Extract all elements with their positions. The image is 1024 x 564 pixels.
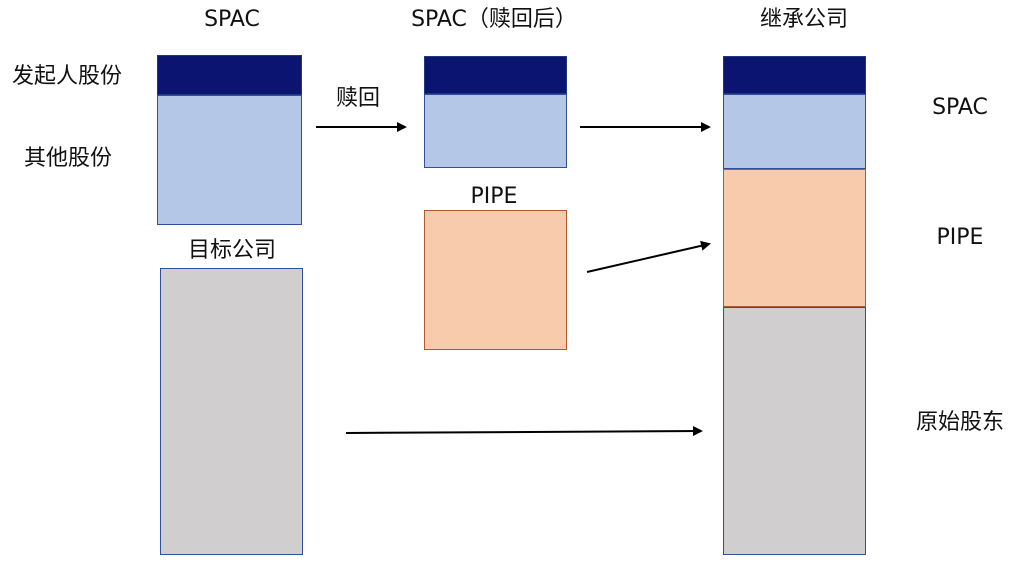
other-shares-label: 其他股份 — [24, 146, 113, 171]
successor-founder-block — [723, 56, 866, 94]
spac-after-redemption-header: SPAC（赎回后） — [411, 7, 577, 32]
spac-other-shares-block — [157, 95, 302, 225]
successor-pipe-block — [723, 169, 866, 307]
spac-founder-shares-block — [157, 55, 302, 95]
pipe-to-successor-arrow — [586, 240, 711, 273]
redeemed-spac-other-block — [424, 94, 567, 168]
successor-pipe-label: PIPE — [936, 225, 984, 250]
spac-header: SPAC — [204, 7, 260, 32]
founder-shares-label: 发起人股份 — [12, 64, 123, 89]
original-shareholders-label: 原始股东 — [915, 410, 1005, 435]
target-company-label: 目标公司 — [187, 238, 277, 263]
successor-company-header: 继承公司 — [759, 7, 849, 32]
redemption-label: 赎回 — [335, 86, 381, 111]
successor-original-shareholders-block — [723, 307, 866, 555]
target-to-successor-arrow — [345, 426, 703, 437]
pipe-label: PIPE — [470, 184, 518, 209]
pipe-block — [424, 210, 567, 350]
redeemed-spac-founder-block — [424, 56, 567, 94]
target-company-block — [160, 268, 303, 555]
successor-spac-label: SPAC — [932, 95, 988, 120]
successor-spac-block — [723, 94, 866, 169]
